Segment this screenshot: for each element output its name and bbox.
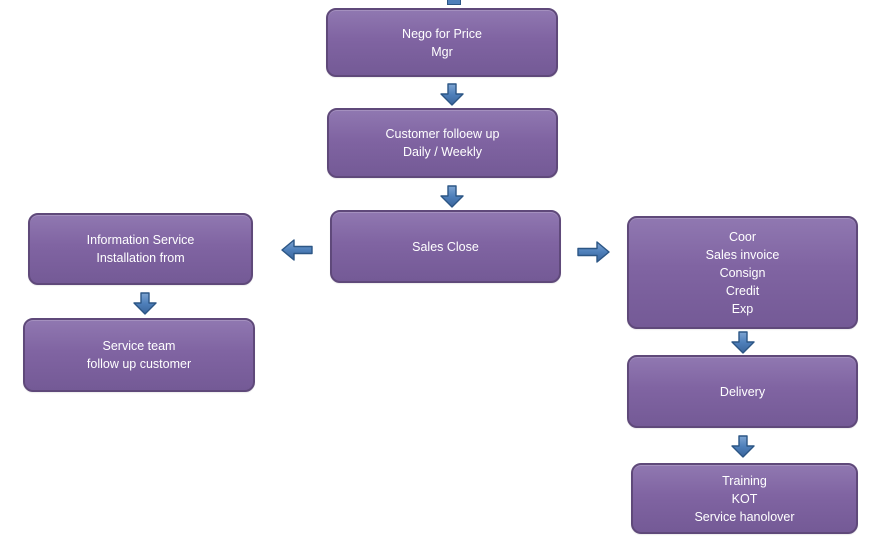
node-text-line: Customer folloew up [385, 127, 500, 141]
flow-node-sales-close: Sales Close [330, 210, 561, 283]
flow-node-training: Training KOT Service hanolover [631, 463, 858, 534]
node-text-line: Delivery [719, 384, 766, 399]
node-text-line: follow up customer [86, 357, 192, 371]
arrow-down-icon [440, 185, 464, 208]
node-text-line: Sales Close [412, 239, 479, 254]
node-text-line: Service hanolover [694, 509, 795, 524]
node-text-line: KOT [731, 491, 758, 506]
arrow-left-icon [281, 239, 313, 261]
node-text-line: Training [722, 473, 767, 488]
flow-node-information-service: Information Service Installation from [28, 213, 253, 285]
arrow-right-icon [577, 241, 610, 263]
arrow-down-icon [133, 292, 157, 315]
flow-node-coor: Coor Sales invoice Consign Credit Exp [627, 216, 858, 329]
node-text-line: Consign [719, 265, 766, 280]
node-text-line: Mgr [431, 44, 453, 59]
node-text-line: Daily / Weekly [403, 145, 482, 159]
node-text-line: Exp [731, 301, 754, 316]
node-text-line: Sales invoice [705, 247, 780, 262]
arrow-stub-icon [447, 0, 461, 5]
node-text-line: Information Service [86, 233, 195, 247]
node-text-line: Credit [725, 283, 760, 298]
node-text-line: Nego for Price [402, 26, 482, 41]
node-text-line: Installation from [96, 251, 185, 265]
flow-node-delivery: Delivery [627, 355, 858, 428]
flow-node-nego-for-price: Nego for Price Mgr [326, 8, 558, 77]
arrow-down-icon [731, 331, 755, 354]
flow-node-service-team: Service team follow up customer [23, 318, 255, 392]
node-text-line: Coor [728, 229, 757, 244]
arrow-down-icon [731, 435, 755, 458]
node-text-line: Service team [102, 339, 176, 353]
flow-node-customer-follow-up: Customer folloew up Daily / Weekly [327, 108, 558, 178]
arrow-down-icon [440, 83, 464, 106]
